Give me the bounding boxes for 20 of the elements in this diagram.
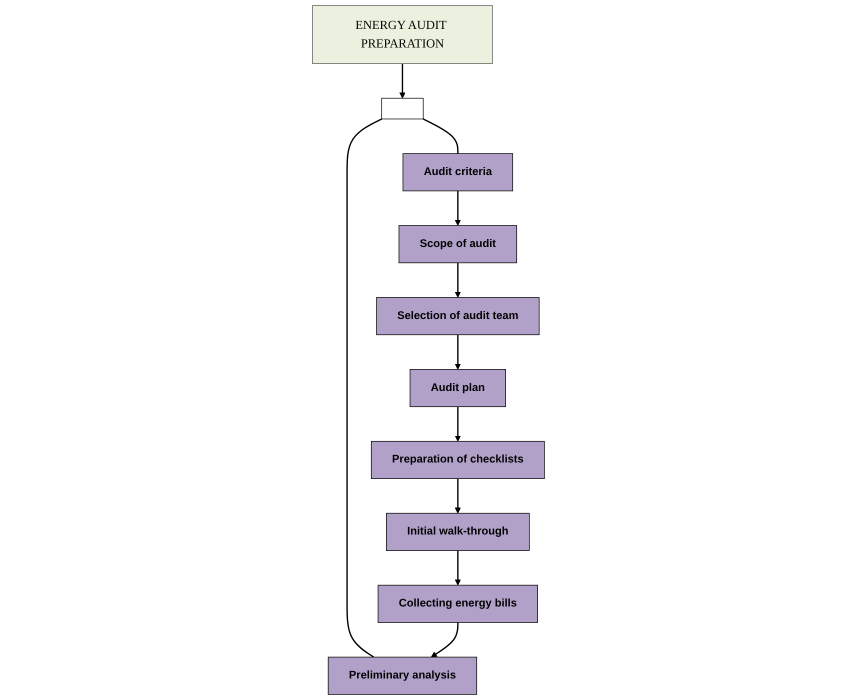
node-box: Preparation of checklists (370, 440, 544, 479)
arrow (454, 550, 460, 586)
arrow (454, 406, 460, 442)
node-box: Audit criteria (402, 153, 513, 192)
arrow (454, 334, 460, 370)
node-bar (380, 98, 424, 120)
connector (346, 118, 382, 658)
node-box: ENERGY AUDIT PREPARATION (312, 5, 492, 64)
arrow (454, 190, 460, 226)
node-box: Selection of audit team (376, 297, 540, 336)
arrow (398, 64, 406, 98)
arrow (454, 262, 460, 298)
node-box: Audit plan (409, 369, 506, 408)
node-box: Collecting energy bills (377, 584, 538, 623)
node-box: Scope of audit (398, 225, 517, 264)
connector (422, 118, 458, 154)
node-box: Preliminary analysis (327, 656, 477, 695)
arrow (454, 478, 460, 514)
node-box: Initial walk-through (386, 512, 530, 551)
arrow (430, 622, 458, 658)
